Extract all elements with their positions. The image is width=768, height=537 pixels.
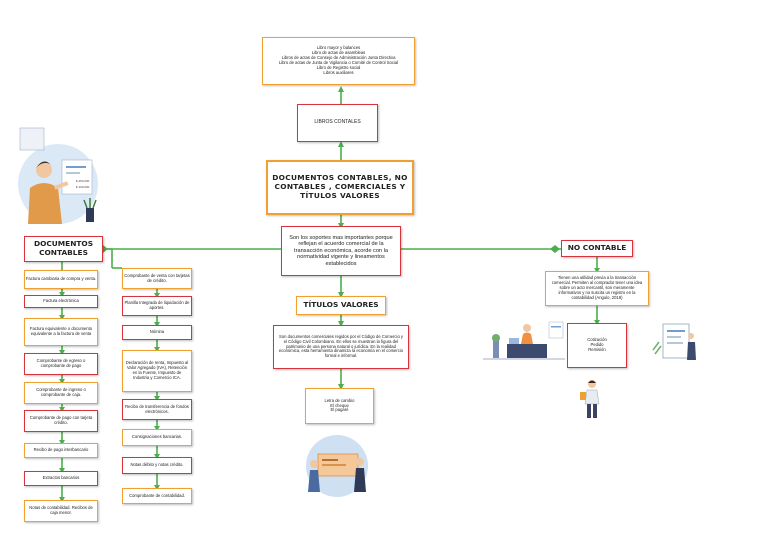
main-title: DOCUMENTOS CONTABLES, NO CONTABLES , COM…	[272, 173, 408, 200]
doc-item: Recibo de pago interbancario	[24, 443, 98, 458]
doc-item-label: Comprobante de pago con tarjeta crédito.	[29, 415, 93, 425]
no-contable-example: Pedido	[590, 342, 604, 348]
titulos-valores-node: TÍTULOS VALORES	[296, 296, 386, 315]
illustration-amount-1: $ 250.000	[76, 179, 90, 183]
clipboard-illustration	[652, 323, 696, 360]
doc-item-label: Extractos bancarios	[42, 475, 80, 481]
doc-item: Factura cambiaria de compra y venta.	[24, 270, 98, 289]
libros-item: Libro de actas de asambleas	[311, 50, 366, 56]
titulos-valores-title: TÍTULOS VALORES	[303, 300, 379, 310]
doc-item-label: Nómina	[149, 329, 165, 335]
doc-item: Comprobante de egreso o comprobante de p…	[24, 353, 98, 375]
doc-item: Comprobante de pago con tarjeta crédito.	[24, 410, 98, 432]
doc-item-label: Comprobante de venta con tarjetas de cré…	[124, 272, 190, 283]
definition-text: Son los soportes mas importantes porque …	[289, 234, 393, 267]
doc-item-label: Consignaciones bancarias.	[131, 434, 183, 440]
titulos-valores-description-node: Son documentos comerciales regidos por e…	[273, 325, 409, 369]
libros-contables-label: LIBROS CONTALES	[314, 119, 361, 126]
doc-item-label: Comprobante de egreso o comprobante de p…	[36, 358, 86, 368]
doc-item: Notas de contabilidad. Recibos de caja m…	[24, 500, 98, 522]
libros-item: Libro de Registro social	[316, 64, 361, 70]
doc-item-label: Planilla Integrada de liquidación de apo…	[124, 300, 190, 310]
libros-item: Libro mayor y balances	[316, 45, 361, 51]
no-contable-description: Tienen una utilidad previa a la transacc…	[551, 275, 643, 300]
titulos-example: Letra de cambio	[324, 397, 355, 403]
person-thinking-illustration	[580, 380, 600, 418]
documentos-contables-node: DOCUMENTOS CONTABLES	[24, 236, 103, 262]
doc-item-label: Declaración de renta, Impuesto al Valor …	[125, 360, 189, 380]
no-contable-description-node: Tienen una utilidad previa a la transacc…	[545, 271, 649, 306]
doc-item: Nómina	[122, 325, 192, 340]
doc-item: Notas débito y notas crédito.	[122, 457, 192, 474]
no-contable-example: Cotización	[587, 337, 607, 343]
titulos-example: El pagaré	[330, 407, 349, 413]
definition-node: Son los soportes mas importantes porque …	[281, 226, 401, 276]
no-contable-node: NO CONTABLE	[561, 240, 633, 257]
doc-item: Planilla Integrada de liquidación de apo…	[122, 296, 192, 316]
no-contable-example: Remisión	[588, 346, 606, 352]
doc-item: Extractos bancarios	[24, 471, 98, 486]
doc-item: Declaración de renta, Impuesto al Valor …	[122, 350, 192, 392]
libros-item: Libro de actas de Junta de Vigilancia o …	[278, 60, 399, 65]
doc-item: Factura electrónica	[24, 295, 98, 308]
receipt-illustration	[306, 435, 368, 497]
illustration-amount-2: $ 100.000	[76, 185, 90, 189]
libros-item: Libros de actas de Consejo de Administra…	[281, 55, 396, 61]
doc-item-label: Comprobante de contabilidad.	[129, 492, 185, 498]
titulos-valores-examples-node: Letra de cambio El cheque El pagaré	[305, 388, 374, 424]
libros-item: Libros auxiliares	[323, 69, 354, 75]
doc-item-label: Factura cambiaria de compra y venta.	[25, 276, 97, 282]
doc-item-label: Factura electrónica	[43, 298, 79, 304]
accountant-illustration: $ 250.000 $ 100.000	[18, 127, 98, 224]
doc-item-label: Notas de contabilidad. Recibos de caja m…	[29, 505, 93, 515]
libros-contables-node: LIBROS CONTALES	[297, 104, 378, 142]
doc-item: Consignaciones bancarias.	[122, 429, 192, 446]
doc-item-label: Recibo de transferencia de fondos electr…	[125, 403, 189, 414]
doc-item-label: Recibo de pago interbancario	[33, 447, 89, 453]
documentos-contables-title: DOCUMENTOS CONTABLES	[33, 239, 94, 257]
main-title-node: DOCUMENTOS CONTABLES, NO CONTABLES , COM…	[266, 160, 414, 215]
doc-item: Recibo de transferencia de fondos electr…	[122, 399, 192, 420]
titulos-example: El cheque	[330, 402, 349, 408]
libros-list-node: Libro mayor y balances Libro de actas de…	[262, 37, 415, 85]
doc-item: Factura equivalente o documento equivale…	[24, 318, 98, 346]
doc-item: Comprobante de venta con tarjetas de cré…	[122, 268, 192, 289]
no-contable-examples-node: Cotización Pedido Remisión	[567, 323, 627, 368]
doc-item-label: Comprobante de ingreso o comprobante de …	[36, 387, 86, 397]
office-desk-illustration	[483, 321, 565, 360]
doc-item: Comprobante de ingreso o comprobante de …	[24, 382, 98, 404]
doc-item-label: Factura equivalente o documento equivale…	[29, 326, 93, 336]
doc-item: Comprobante de contabilidad.	[122, 488, 192, 504]
no-contable-title: NO CONTABLE	[567, 243, 627, 253]
doc-item-label: Notas débito y notas crédito.	[130, 462, 184, 468]
titulos-valores-description: Son documentos comerciales regidos por e…	[278, 333, 404, 359]
